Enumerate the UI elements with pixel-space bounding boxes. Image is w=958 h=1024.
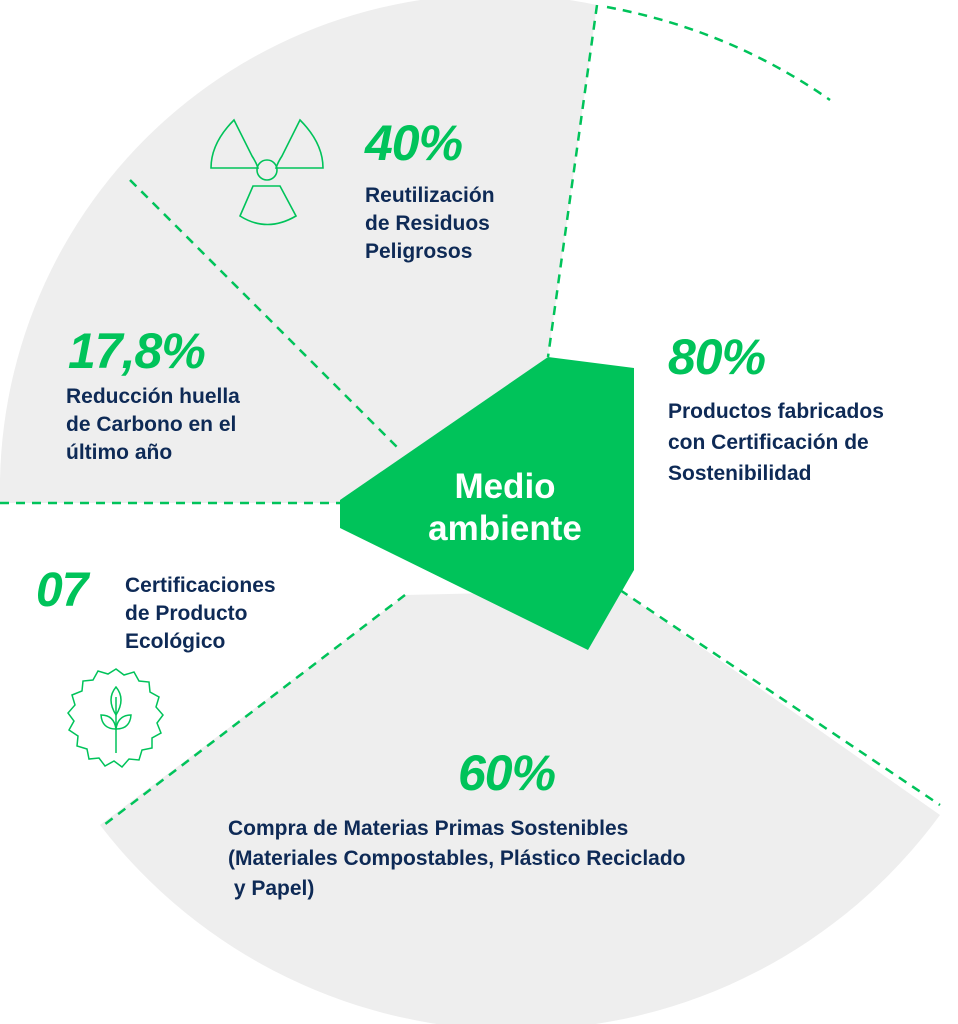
label-line: Peligrosos [365,240,473,263]
label-line: Reutilización [365,184,495,207]
label-line: Ecológico [125,630,226,653]
radiation-icon [210,118,324,226]
segment-value-certified-products: 80% [668,329,766,385]
sector-bottom [100,590,940,1024]
segment-value-sustainable-materials: 60% [458,745,556,801]
center-title-line: Medio [454,467,556,506]
label-line: Certificaciones [125,574,276,597]
segment-label-hazardous-waste: Reutilización de Residuos Peligrosos [365,182,495,266]
eco-plant-badge-icon [67,668,164,769]
sector-top-left [0,0,597,503]
label-line: último año [66,441,173,464]
segment-value-eco-certifications: 07 [36,564,88,617]
label-line: Sostenibilidad [668,462,812,485]
center-title-line: ambiente [428,509,582,548]
label-line: de Residuos [365,212,490,235]
segment-label-certified-products: Productos fabricados con Certificación d… [668,396,884,489]
segment-label-eco-certifications: Certificaciones de Producto Ecológico [125,572,276,656]
segment-value-hazardous-waste: 40% [365,115,463,171]
segment-label-carbon-footprint: Reducción huella de Carbono en el último… [66,383,240,467]
label-line: Compra de Materias Primas Sostenibles [228,817,629,840]
label-line: de Producto [125,602,248,625]
dashed-dividers [0,4,941,829]
label-line: Productos fabricados [668,400,884,423]
center-polygon [340,357,634,650]
label-line: (Materiales Compostables, Plástico Recic… [228,847,686,870]
label-line: con Certificación de [668,431,869,454]
label-line: y Papel) [228,877,315,900]
label-line: de Carbono en el [66,413,237,436]
label-line: Reducción huella [66,385,240,408]
segment-value-carbon-footprint: 17,8% [68,323,206,379]
segment-label-sustainable-materials: Compra de Materias Primas Sostenibles (M… [228,814,686,904]
center-title: Medio ambiente [395,466,615,550]
